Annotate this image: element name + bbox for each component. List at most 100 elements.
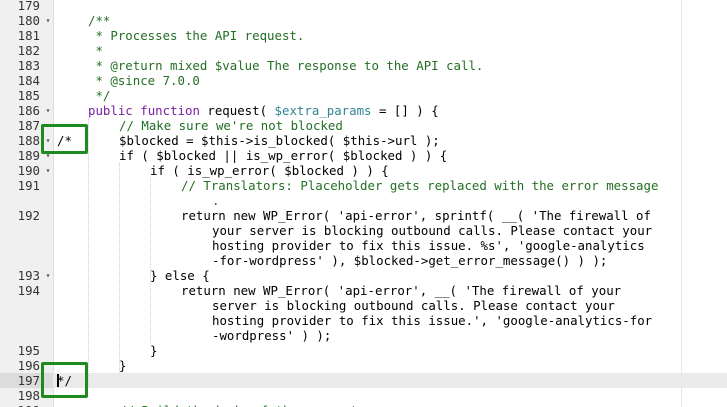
code-line[interactable]: 186 ▾ public function request( $extra_para… bbox=[0, 103, 727, 118]
fold-arrow-icon[interactable]: ▾ bbox=[45, 166, 51, 175]
code-text: * bbox=[88, 43, 103, 58]
line-number: 184 bbox=[17, 73, 40, 88]
line-number: 182 bbox=[17, 43, 40, 58]
line-number: 189 bbox=[17, 148, 40, 163]
line-number: 188 bbox=[17, 133, 40, 148]
line-number: 179 bbox=[17, 0, 40, 13]
line-number bbox=[0, 238, 53, 253]
keyword-public: public bbox=[88, 103, 133, 118]
signature-rest: = [] ) { bbox=[371, 103, 439, 118]
code-line[interactable]: 189 ▾ if ( $blocked || is_wp_error( $block… bbox=[0, 148, 727, 163]
code-line[interactable]: 194 return new WP_Error( 'api-error', __(… bbox=[0, 283, 727, 298]
line-number: 186 bbox=[17, 103, 40, 118]
line-number: 180 bbox=[17, 13, 40, 28]
code-line[interactable]: 182 * bbox=[0, 43, 727, 58]
code-text: */ bbox=[88, 88, 111, 103]
function-name: request( bbox=[199, 103, 275, 118]
line-number: 193 bbox=[17, 268, 40, 283]
code-text: server is blocking outbound calls. Pleas… bbox=[212, 298, 615, 313]
code-line[interactable]: server is blocking outbound calls. Pleas… bbox=[0, 298, 727, 313]
fold-arrow-icon[interactable]: ▾ bbox=[45, 151, 51, 160]
code-line[interactable]: 183 * @return mixed $value The response … bbox=[0, 58, 727, 73]
line-number: 199 bbox=[0, 403, 53, 407]
code-line[interactable]: 184 * @since 7.0.0 bbox=[0, 73, 727, 88]
line-number: 190 bbox=[17, 163, 40, 178]
line-number bbox=[0, 313, 53, 328]
code-line[interactable]: -wordpress' ) ); bbox=[0, 328, 727, 343]
text-cursor bbox=[57, 374, 59, 387]
code-text: } bbox=[150, 343, 158, 358]
code-line[interactable]: 187 // Make sure we're not blocked bbox=[0, 118, 727, 133]
line-number: 194 bbox=[17, 283, 40, 298]
code-text: * Processes the API request. bbox=[88, 28, 305, 43]
code-text: hosting provider to fix this issue. %s',… bbox=[212, 238, 645, 253]
highlight-box-comment-end bbox=[41, 362, 88, 398]
code-text: $blocked = $this->is_blocked( $this->url… bbox=[119, 133, 440, 148]
code-text: if ( $blocked || is_wp_error( $blocked )… bbox=[119, 148, 448, 163]
code-line[interactable]: -for-wordpress' ), $blocked->get_error_m… bbox=[0, 253, 727, 268]
code-line[interactable]: 195} bbox=[0, 343, 727, 358]
print-margin-line bbox=[681, 0, 682, 407]
line-number-gutter bbox=[0, 0, 54, 407]
code-text: } bbox=[119, 358, 127, 373]
code-text: * @since 7.0.0 bbox=[88, 73, 200, 88]
line-number: 183 bbox=[17, 58, 40, 73]
fold-arrow-icon[interactable]: ▾ bbox=[45, 136, 51, 145]
line-number: 197 bbox=[0, 373, 53, 388]
code-text: if ( is_wp_error( $blocked ) ) { bbox=[150, 163, 389, 178]
code-line[interactable]: 196} bbox=[0, 358, 727, 373]
code-text: // Translators: Placeholder gets replace… bbox=[181, 178, 659, 193]
code-line[interactable]: hosting provider to fix this issue. %s',… bbox=[0, 238, 727, 253]
code-line[interactable]: 180 ▾ /** bbox=[0, 13, 727, 28]
line-number bbox=[0, 223, 53, 238]
code-line[interactable]: . bbox=[0, 193, 727, 208]
line-number: 181 bbox=[17, 28, 40, 43]
parameter-variable: $extra_params bbox=[274, 103, 372, 118]
inserted-comment-open: /* bbox=[57, 133, 72, 148]
code-line[interactable]: 188 ▾ /* $blocked = $this->is_blocked( $thi… bbox=[0, 133, 727, 148]
code-text: -for-wordpress' ), $blocked->get_error_m… bbox=[212, 253, 608, 268]
line-number: 191 bbox=[17, 178, 40, 193]
code-text: /** bbox=[88, 13, 111, 28]
code-line[interactable]: hosting provider to fix this issue.', 'g… bbox=[0, 313, 727, 328]
code-line[interactable]: 179 bbox=[0, 0, 727, 13]
line-number bbox=[0, 328, 53, 343]
indent-guide bbox=[150, 178, 151, 343]
code-text: . bbox=[212, 193, 220, 208]
code-text: hosting provider to fix this issue.', 'g… bbox=[212, 313, 653, 328]
code-line[interactable]: 185 */ bbox=[0, 88, 727, 103]
code-line[interactable]: 190 ▾ if ( is_wp_error( $blocked ) ) { bbox=[0, 163, 727, 178]
line-number: 185 bbox=[17, 88, 40, 103]
fold-arrow-icon[interactable]: ▾ bbox=[45, 271, 51, 280]
code-text: return new WP_Error( 'api-error', sprint… bbox=[181, 208, 651, 223]
code-line[interactable]: 193 ▾ } else { bbox=[0, 268, 727, 283]
indent-guide bbox=[119, 163, 120, 373]
highlight-box-comment-start bbox=[41, 124, 88, 154]
code-line[interactable]: 198 bbox=[0, 388, 727, 403]
line-number: 198 bbox=[17, 388, 40, 403]
code-text: your server is blocking outbound calls. … bbox=[212, 223, 653, 238]
keyword-function: function bbox=[140, 103, 200, 118]
code-text: // Build the body of the request bbox=[119, 403, 358, 407]
line-number: 196 bbox=[17, 358, 40, 373]
line-number: 187 bbox=[17, 118, 40, 133]
code-text: public function request( $extra_params =… bbox=[88, 103, 439, 118]
code-text: */ bbox=[57, 373, 72, 388]
code-line[interactable]: 197 */ bbox=[0, 373, 727, 388]
code-text: return new WP_Error( 'api-error', __( 'T… bbox=[181, 283, 622, 298]
code-text: -wordpress' ) ); bbox=[212, 328, 332, 343]
code-line[interactable]: 181 * Processes the API request. bbox=[0, 28, 727, 43]
fold-arrow-icon[interactable]: ▾ bbox=[45, 16, 51, 25]
line-number bbox=[0, 253, 53, 268]
code-line[interactable]: 191 // Translators: Placeholder gets repl… bbox=[0, 178, 727, 193]
code-text: // Make sure we're not blocked bbox=[119, 118, 343, 133]
line-number bbox=[0, 298, 53, 313]
indent-guide bbox=[88, 118, 89, 388]
code-text: } else { bbox=[150, 268, 210, 283]
code-text: * @return mixed $value The response to t… bbox=[88, 58, 484, 73]
code-line[interactable]: 199 // Build the body of the request bbox=[0, 403, 727, 407]
code-line[interactable]: your server is blocking outbound calls. … bbox=[0, 223, 727, 238]
fold-arrow-icon[interactable]: ▾ bbox=[45, 106, 51, 115]
